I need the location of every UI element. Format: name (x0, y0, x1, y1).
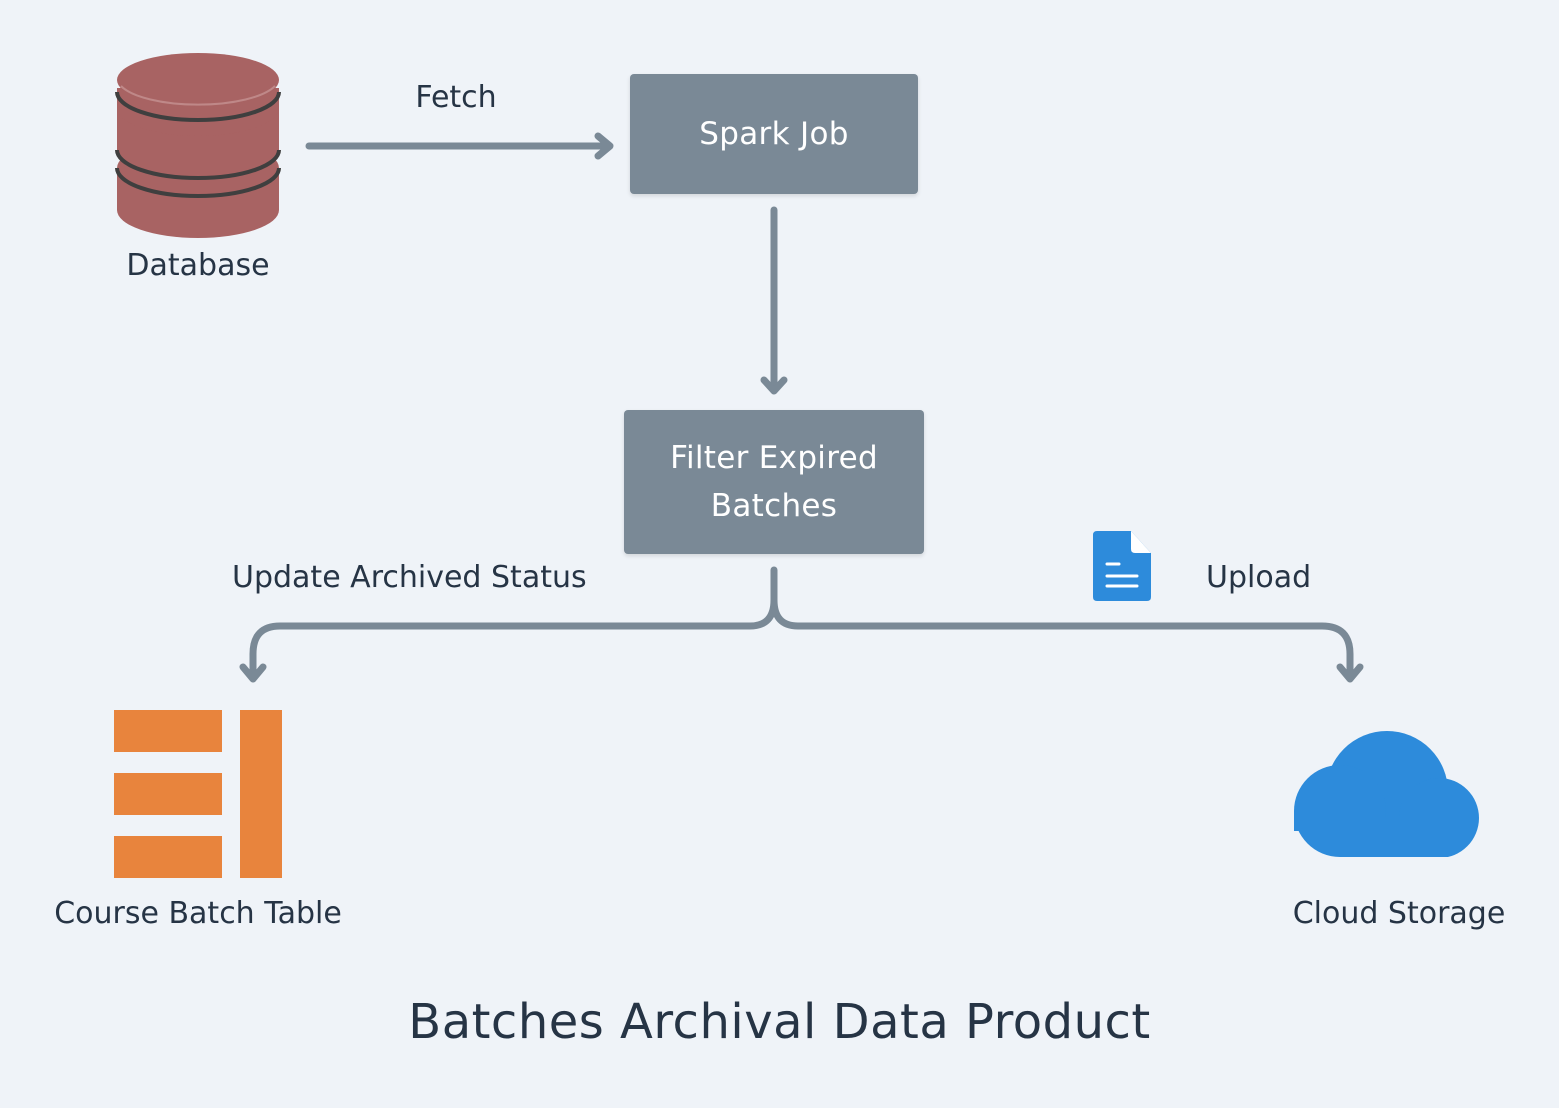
spark-to-filter-arrow-head (760, 376, 788, 395)
upload-arrow-head (1336, 663, 1364, 683)
spark-job-box[interactable]: Spark Job (630, 74, 918, 194)
cloud-storage-label: Cloud Storage (1292, 896, 1506, 931)
cloud-icon (1293, 731, 1479, 858)
update-arrow-head (239, 663, 267, 683)
branch-right (770, 596, 1354, 676)
table-icon (114, 710, 282, 878)
filter-expired-batches-box[interactable]: Filter Expired Batches (624, 410, 924, 554)
course-batch-table-label: Course Batch Table (54, 896, 342, 931)
page-title: Batches Archival Data Product (408, 994, 1151, 1050)
fetch-arrow-head (594, 132, 614, 160)
database-icon (113, 50, 283, 242)
upload-label: Upload (1206, 560, 1312, 595)
database-label: Database (126, 248, 270, 283)
update-archived-status-label: Update Archived Status (232, 560, 587, 595)
fetch-label: Fetch (415, 80, 497, 115)
document-icon (1093, 531, 1151, 601)
